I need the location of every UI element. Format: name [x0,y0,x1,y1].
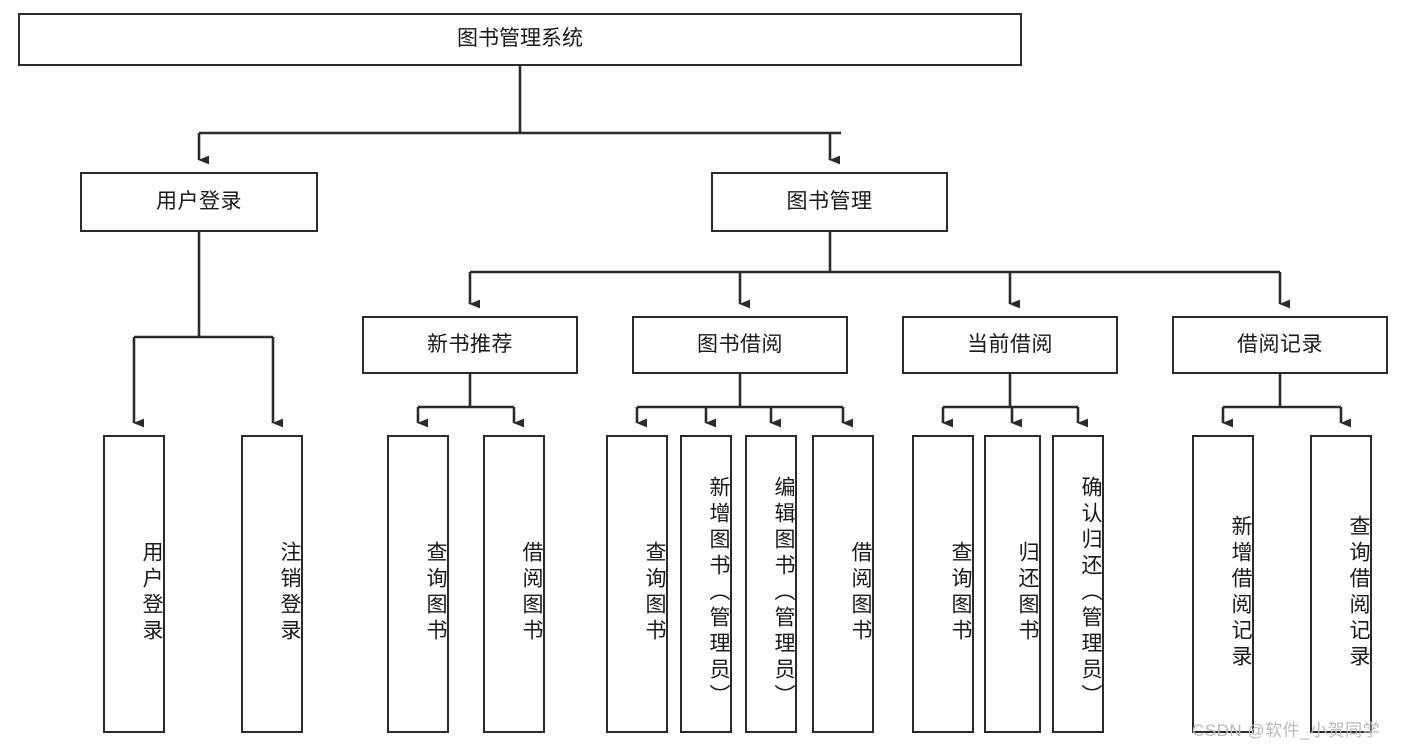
node-leaf-edit-book-admin[interactable]: 编辑图书（管理员） [745,435,797,733]
node-leaf-add-borrow-record-label: 新增借阅记录 [1229,515,1252,671]
node-leaf-user-logout[interactable]: 注销登录 [241,435,303,733]
node-leaf-add-book-admin[interactable]: 新增图书（管理员） [680,435,732,733]
node-leaf-query-book-2[interactable]: 查询图书 [606,435,668,733]
node-book-manage[interactable]: 图书管理 [711,172,948,232]
node-leaf-query-book-1-label: 查询图书 [424,541,447,645]
node-leaf-user-logout-label: 注销登录 [278,541,301,645]
node-book-borrow-label: 图书借阅 [697,332,783,356]
node-book-manage-label: 图书管理 [786,189,873,213]
node-leaf-query-book-2-label: 查询图书 [643,541,666,645]
node-book-borrow[interactable]: 图书借阅 [632,316,848,374]
node-borrow-record[interactable]: 借阅记录 [1172,316,1388,374]
node-new-book-recommend[interactable]: 新书推荐 [362,316,578,374]
csdn-watermark: CSDN @软件_小贺同学 [1192,721,1381,740]
node-leaf-add-book-admin-label: 新增图书（管理员） [707,476,730,710]
node-leaf-borrow-book-1[interactable]: 借阅图书 [483,435,545,733]
node-leaf-borrow-book-2-label: 借阅图书 [849,541,872,645]
node-leaf-query-book-3[interactable]: 查询图书 [912,435,974,733]
node-leaf-user-login[interactable]: 用户登录 [103,435,165,733]
node-leaf-return-book-label: 归还图书 [1016,541,1039,645]
node-root-label: 图书管理系统 [457,27,583,51]
node-leaf-confirm-return-label: 确认归还（管理员） [1079,476,1102,710]
node-leaf-query-book-3-label: 查询图书 [949,541,972,645]
node-current-borrow-label: 当前借阅 [967,332,1053,356]
node-leaf-query-borrow-record-label: 查询借阅记录 [1347,515,1370,671]
node-leaf-user-login-label: 用户登录 [140,541,163,645]
node-current-borrow[interactable]: 当前借阅 [902,316,1118,374]
node-leaf-borrow-book-2[interactable]: 借阅图书 [812,435,874,733]
node-new-book-recommend-label: 新书推荐 [427,332,513,356]
node-leaf-query-borrow-record[interactable]: 查询借阅记录 [1310,435,1372,733]
node-leaf-edit-book-admin-label: 编辑图书（管理员） [772,476,795,710]
node-leaf-add-borrow-record[interactable]: 新增借阅记录 [1192,435,1254,733]
node-user-login-label: 用户登录 [156,189,242,213]
node-leaf-confirm-return[interactable]: 确认归还（管理员） [1052,435,1104,733]
node-root[interactable]: 图书管理系统 [18,13,1022,66]
node-leaf-query-book-1[interactable]: 查询图书 [387,435,449,733]
node-leaf-return-book[interactable]: 归还图书 [984,435,1041,733]
node-borrow-record-label: 借阅记录 [1237,332,1323,356]
node-leaf-borrow-book-1-label: 借阅图书 [520,541,543,645]
node-user-login[interactable]: 用户登录 [80,172,318,232]
